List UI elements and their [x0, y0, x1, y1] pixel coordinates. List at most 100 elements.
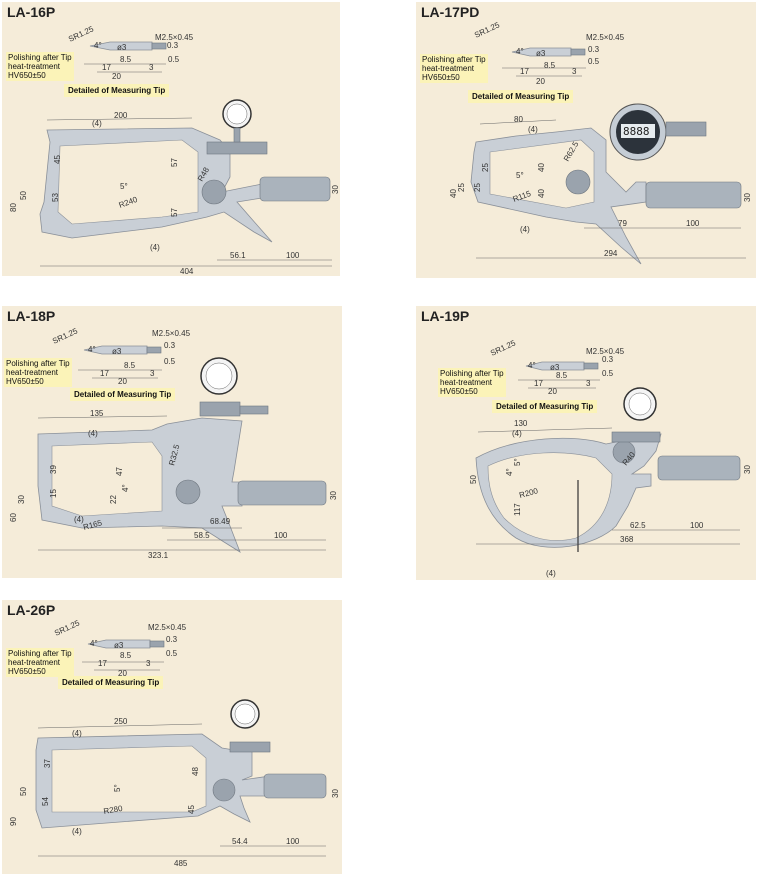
- svg-text:(4): (4): [72, 827, 82, 836]
- svg-text:(4): (4): [546, 569, 556, 578]
- svg-text:4°: 4°: [90, 639, 98, 648]
- panel-title: LA-17PD: [421, 4, 480, 20]
- svg-text:79: 79: [618, 219, 627, 228]
- svg-text:SR1.25: SR1.25: [51, 326, 79, 346]
- svg-text:5°: 5°: [516, 171, 524, 180]
- svg-text:68.49: 68.49: [210, 517, 231, 526]
- svg-text:37: 37: [43, 759, 52, 768]
- svg-text:17: 17: [520, 67, 529, 76]
- svg-text:17: 17: [98, 659, 107, 668]
- svg-text:M2.5×0.45: M2.5×0.45: [152, 329, 191, 338]
- caliper-body: [39, 99, 331, 243]
- svg-text:20: 20: [548, 387, 557, 396]
- svg-text:(4): (4): [528, 125, 538, 134]
- svg-text:17: 17: [534, 379, 543, 388]
- svg-text:20: 20: [118, 669, 127, 678]
- svg-text:30: 30: [329, 491, 338, 500]
- svg-text:54: 54: [41, 797, 50, 806]
- svg-text:100: 100: [286, 837, 300, 846]
- svg-text:40: 40: [537, 189, 546, 198]
- svg-text:80: 80: [9, 203, 18, 212]
- svg-text:(4): (4): [512, 429, 522, 438]
- caliper-body: [475, 387, 741, 552]
- svg-text:17: 17: [102, 63, 111, 72]
- svg-text:56.1: 56.1: [230, 251, 246, 260]
- tip-detail: SR1.25 M2.5×0.45 4° ø3 0.3 0.5 17 8.5 3 …: [489, 338, 625, 396]
- svg-text:ø3: ø3: [550, 363, 560, 372]
- svg-text:30: 30: [17, 495, 26, 504]
- svg-text:25: 25: [481, 163, 490, 172]
- svg-text:100: 100: [690, 521, 704, 530]
- svg-text:57: 57: [170, 158, 179, 167]
- svg-text:0.5: 0.5: [166, 649, 178, 658]
- tip-detail: SR1.25 M2.5×0.45 4° ø3 0.3 0.5 17 8.5 3 …: [473, 20, 625, 86]
- svg-text:0.5: 0.5: [602, 369, 614, 378]
- svg-text:0.3: 0.3: [167, 41, 179, 50]
- svg-text:(4): (4): [92, 119, 102, 128]
- svg-text:0.3: 0.3: [164, 341, 176, 350]
- svg-text:M2.5×0.45: M2.5×0.45: [586, 33, 625, 42]
- svg-text:3: 3: [572, 67, 577, 76]
- svg-text:17: 17: [100, 369, 109, 378]
- svg-text:M2.5×0.45: M2.5×0.45: [586, 347, 625, 356]
- panel-la19p: SR1.25 M2.5×0.45 4° ø3 0.3 0.5 17 8.5 3 …: [416, 306, 756, 580]
- tip-caption: Detailed of Measuring Tip: [58, 676, 164, 689]
- drawing-la17pd: SR1.25 M2.5×0.45 4° ø3 0.3 0.5 17 8.5 3 …: [449, 20, 752, 265]
- svg-text:404: 404: [180, 267, 194, 276]
- svg-text:0.3: 0.3: [166, 635, 178, 644]
- svg-text:485: 485: [174, 859, 188, 868]
- tip-caption: Detailed of Measuring Tip: [492, 400, 598, 413]
- caliper-body: [37, 357, 327, 553]
- svg-text:0.5: 0.5: [588, 57, 600, 66]
- svg-text:30: 30: [743, 193, 752, 202]
- svg-text:4°: 4°: [94, 41, 102, 50]
- svg-text:80: 80: [514, 115, 523, 124]
- drawing-la18p: SR1.25 M2.5×0.45 4° ø3 0.3 0.5 17 8.5 3 …: [9, 326, 338, 560]
- caliper-body: 8888: [470, 103, 742, 265]
- svg-text:45: 45: [187, 805, 196, 814]
- svg-text:4°: 4°: [528, 361, 536, 370]
- svg-text:25: 25: [473, 183, 482, 192]
- svg-text:4°: 4°: [516, 47, 524, 56]
- svg-text:100: 100: [686, 219, 700, 228]
- panel-la26p: SR1.25 M2.5×0.45 4° ø3 0.3 0.5 17 8.5 3 …: [2, 600, 342, 874]
- svg-text:60: 60: [9, 513, 18, 522]
- svg-text:SR1.25: SR1.25: [473, 20, 501, 40]
- svg-text:39: 39: [49, 465, 58, 474]
- svg-text:40: 40: [537, 163, 546, 172]
- svg-text:50: 50: [469, 475, 478, 484]
- svg-text:20: 20: [118, 377, 127, 386]
- svg-text:(4): (4): [72, 729, 82, 738]
- svg-text:20: 20: [112, 72, 121, 81]
- tip-detail: SR1.25 M2.5×0.45 4° ø3 0.3 0.5 17 8.5 3 …: [53, 618, 187, 678]
- svg-text:5°: 5°: [120, 182, 128, 191]
- svg-text:8.5: 8.5: [124, 361, 136, 370]
- svg-text:100: 100: [286, 251, 300, 260]
- svg-text:M2.5×0.45: M2.5×0.45: [148, 623, 187, 632]
- svg-text:90: 90: [9, 817, 18, 826]
- svg-text:45: 45: [53, 155, 62, 164]
- tip-caption: Detailed of Measuring Tip: [64, 84, 170, 97]
- svg-text:0.3: 0.3: [588, 45, 600, 54]
- svg-text:62.5: 62.5: [630, 521, 646, 530]
- svg-text:30: 30: [331, 789, 340, 798]
- svg-text:4°: 4°: [505, 468, 514, 476]
- tip-detail: SR1.25 M2.5×0.45 4° ø3 0.3 0.5 17 8.5 3 …: [51, 326, 191, 386]
- svg-text:200: 200: [114, 111, 128, 120]
- panel-title: LA-26P: [7, 602, 56, 618]
- drawing-la26p: SR1.25 M2.5×0.45 4° ø3 0.3 0.5 17 8.5 3 …: [9, 618, 340, 868]
- tip-detail: SR1.25 M2.5×0.45 4° ø3 0.3 0.5 17 8.5 3 …: [67, 24, 194, 81]
- svg-text:(4): (4): [150, 243, 160, 252]
- svg-text:0.5: 0.5: [164, 357, 176, 366]
- panel-title: LA-16P: [7, 4, 56, 20]
- svg-text:323.1: 323.1: [148, 551, 169, 560]
- drawing-la16p: SR1.25 M2.5×0.45 4° ø3 0.3 0.5 17 8.5 3 …: [9, 24, 340, 276]
- svg-text:40: 40: [449, 189, 458, 198]
- svg-text:ø3: ø3: [536, 49, 546, 58]
- drawing-la19p: SR1.25 M2.5×0.45 4° ø3 0.3 0.5 17 8.5 3 …: [469, 338, 752, 578]
- svg-text:(4): (4): [74, 515, 84, 524]
